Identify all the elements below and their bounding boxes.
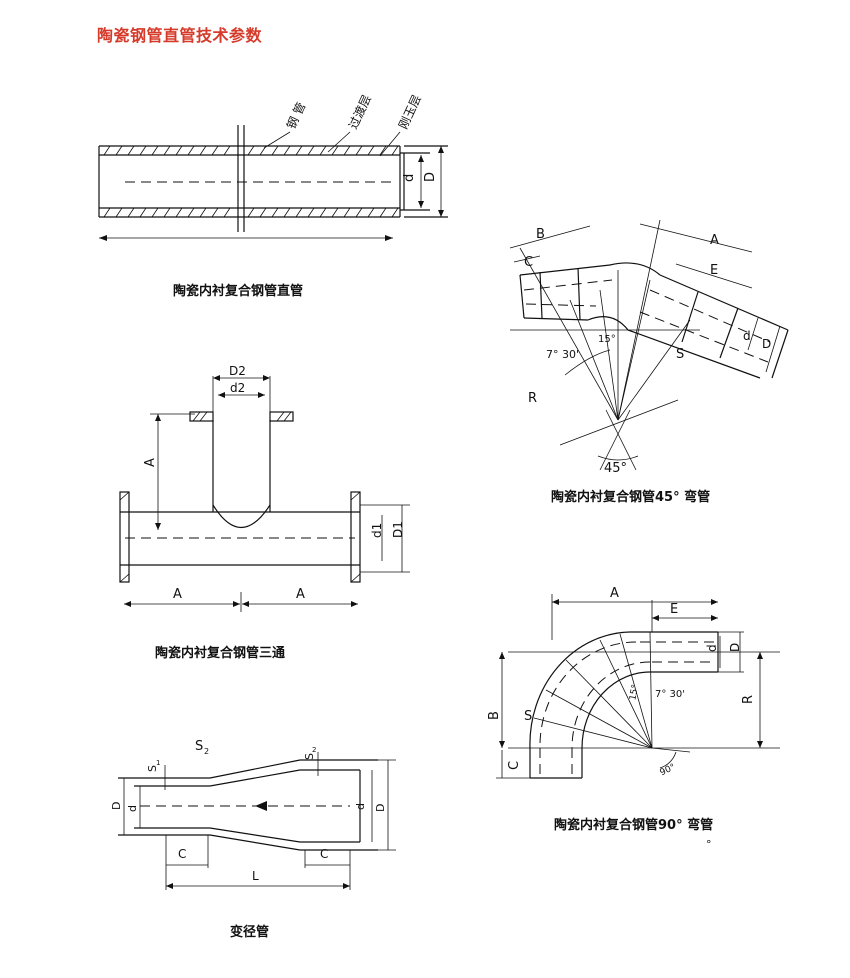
e45-dim-S: S [676, 347, 684, 362]
e90-stray-mark: ° [706, 838, 712, 851]
tee-dim-d1: d1 [370, 523, 384, 538]
e45-angle-7-30: 7° 30' [546, 348, 579, 361]
caption-tee: 陶瓷内衬复合钢管三通 [155, 646, 286, 661]
straight-pipe-drawing: d D 钢 管 过渡层 刚玉层 [98, 92, 448, 241]
tee-dim-D2: D2 [229, 364, 246, 378]
e90-dim-D: D [728, 643, 742, 652]
tee-dim-A-left: A [173, 587, 182, 602]
e90-angle-90: 90° [658, 762, 677, 778]
caption-elbow-45: 陶瓷内衬复合钢管45° 弯管 [551, 490, 711, 505]
tee-drawing: D2 d2 A A A d1 D1 [119, 364, 410, 612]
reducer-dim-C-right: C [320, 847, 328, 861]
reducer-dim-S2-right-sub: 2 [312, 746, 316, 754]
e90-dim-A: A [610, 586, 619, 601]
e45-angle-15: 15° [598, 334, 616, 345]
label-corundum-layer: 刚玉层 [396, 93, 424, 132]
caption-elbow-90: 陶瓷内衬复合钢管90° 弯管 [554, 818, 714, 833]
reducer-dim-d1: d [126, 805, 139, 812]
tee-dim-A-right: A [296, 587, 305, 602]
reducer-dim-S1: S [146, 765, 159, 772]
page-title: 陶瓷钢管直管技术参数 [97, 26, 263, 45]
e90-dim-R: R [741, 695, 756, 704]
reducer-dim-D1: D [110, 802, 123, 810]
label-transition-layer: 过渡层 [345, 92, 374, 131]
e45-dim-B: B [536, 227, 545, 242]
e45-dim-R: R [528, 391, 537, 406]
straight-dim-D: D [423, 172, 438, 182]
caption-straight-pipe: 陶瓷内衬复合钢管直管 [173, 284, 304, 299]
e45-dim-C: C [524, 255, 533, 270]
reducer-dim-S2-sub: 2 [204, 747, 209, 756]
e45-dim-A: A [710, 233, 719, 248]
reducer-drawing: S 1 S 2 S 2 D d d D C C L [110, 739, 396, 890]
label-steel-layer: 钢 管 [283, 100, 308, 132]
e90-angle-15: 15° [628, 684, 641, 701]
tee-dim-d2: d2 [230, 381, 245, 395]
e90-dim-E: E [670, 602, 678, 617]
straight-dim-d: d [402, 174, 417, 182]
reducer-dim-S1-sub: 1 [156, 759, 160, 767]
tee-dim-A-vertical: A [143, 458, 158, 467]
reducer-dim-d2: d [354, 803, 367, 810]
e45-dim-E: E [710, 263, 718, 278]
e90-angle-7-30: 7° 30' [655, 689, 685, 700]
e90-dim-C: C [507, 761, 522, 770]
tee-dim-D1: D1 [391, 521, 405, 538]
e45-dim-d: d [743, 329, 751, 343]
e90-dim-B: B [487, 711, 502, 720]
reducer-dim-S2: S [195, 739, 203, 754]
e90-dim-S: S [524, 709, 532, 724]
reducer-dim-L: L [252, 869, 259, 883]
e90-dim-d: d [705, 644, 719, 652]
reducer-dim-S2-right: S [303, 753, 316, 760]
e45-angle-45: 45° [604, 461, 627, 476]
caption-reducer: 变径管 [230, 925, 270, 940]
reducer-dim-D2: D [374, 804, 387, 812]
elbow-45-drawing: B C A E d D S R 7° 30' 15° 45° [509, 219, 789, 476]
elbow-90-drawing: A E d D R B C S 15° 7° 30' 90° ° [487, 586, 780, 851]
e45-dim-D: D [762, 337, 771, 351]
reducer-dim-C-left: C [178, 847, 186, 861]
